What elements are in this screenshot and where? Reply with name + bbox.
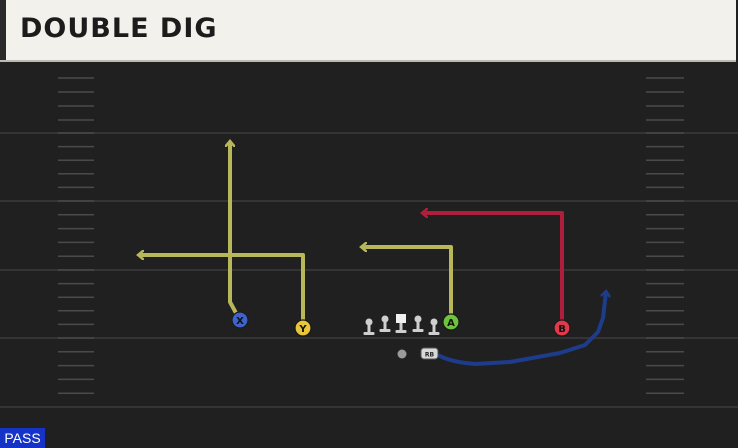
player-rb: RB	[420, 347, 439, 360]
route-b	[423, 213, 564, 320]
yard-lines	[0, 132, 738, 408]
lineman-icon	[428, 318, 440, 335]
quarterback-marker	[397, 349, 407, 359]
player-rb-label: RB	[425, 352, 435, 359]
hash-marks	[58, 77, 684, 394]
route-a	[362, 247, 453, 314]
title-accent	[0, 0, 6, 60]
player-a-label: A	[447, 318, 455, 329]
field-background	[0, 62, 738, 448]
route-rb	[436, 292, 606, 366]
route-x	[230, 142, 238, 314]
player-x: X	[231, 311, 249, 329]
player-a: A	[442, 313, 460, 331]
player-y-label: Y	[298, 324, 307, 335]
route-y	[139, 255, 305, 320]
offensive-line	[363, 314, 440, 335]
play-type-badge: PASS	[0, 428, 45, 448]
title-bar: DOUBLE DIG	[0, 0, 736, 62]
play-diagram: RB X Y A B	[0, 62, 738, 448]
player-x-label: X	[236, 316, 244, 327]
center-icon	[395, 314, 407, 333]
lineman-icon	[412, 315, 424, 332]
player-b: B	[553, 319, 571, 337]
player-b-label: B	[558, 324, 566, 335]
lineman-icon	[363, 318, 375, 335]
lineman-icon	[379, 315, 391, 332]
play-title: DOUBLE DIG	[20, 13, 218, 44]
player-y: Y	[294, 319, 312, 337]
